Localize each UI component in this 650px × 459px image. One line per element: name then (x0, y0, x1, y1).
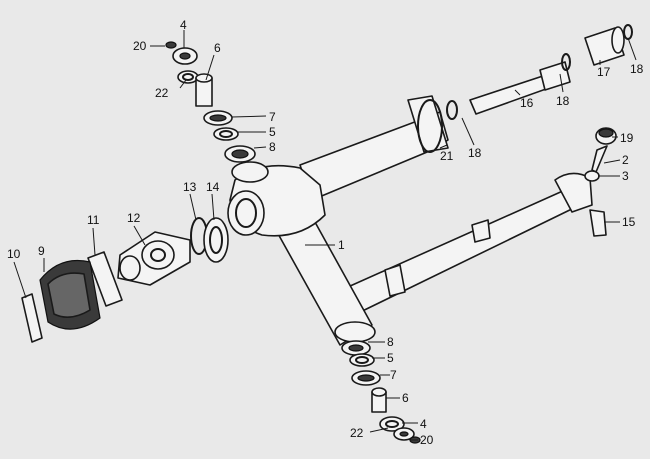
callout-18-left: 18 (468, 146, 482, 160)
callout-19: 19 (620, 131, 634, 145)
callout-12: 12 (127, 211, 141, 225)
callout-7-lower: 7 (390, 368, 397, 382)
callout-4-lower: 4 (420, 417, 427, 431)
callout-labels: 1 2 3 4 4 5 5 6 6 7 7 8 8 9 10 11 12 13 … (7, 18, 644, 447)
callout-5-lower: 5 (387, 351, 394, 365)
callout-10: 10 (7, 247, 21, 261)
upper-bearing-stack (165, 41, 256, 163)
callout-9: 9 (38, 244, 45, 258)
callout-2: 2 (622, 153, 629, 167)
callout-1: 1 (338, 238, 345, 252)
callout-20-lower: 20 (420, 433, 434, 447)
callout-14: 14 (206, 180, 220, 194)
callout-7-upper: 7 (269, 110, 276, 124)
callout-18-right: 18 (630, 62, 644, 76)
callout-3: 3 (622, 169, 629, 183)
universal-joint-assembly (21, 217, 229, 343)
callout-20-upper: 20 (133, 39, 147, 53)
callout-8-upper: 8 (269, 140, 276, 154)
callout-5-upper: 5 (269, 125, 276, 139)
callout-18-middle: 18 (556, 94, 570, 108)
callout-11: 11 (87, 213, 100, 227)
leader-lines (13, 30, 637, 441)
callout-8-lower: 8 (387, 335, 394, 349)
callout-15: 15 (622, 215, 636, 229)
callout-22-upper: 22 (155, 86, 169, 100)
callout-17: 17 (597, 65, 611, 79)
callout-4-upper: 4 (180, 18, 187, 32)
right-hardware (584, 127, 617, 237)
callout-13: 13 (183, 180, 197, 194)
callout-6-upper: 6 (214, 41, 221, 55)
axle-assembly (446, 24, 633, 120)
callout-6-lower: 6 (402, 391, 409, 405)
callout-16: 16 (520, 96, 534, 110)
swing-arm-frame (227, 95, 593, 346)
callout-22-lower: 22 (350, 426, 364, 440)
callout-21: 21 (440, 149, 454, 163)
